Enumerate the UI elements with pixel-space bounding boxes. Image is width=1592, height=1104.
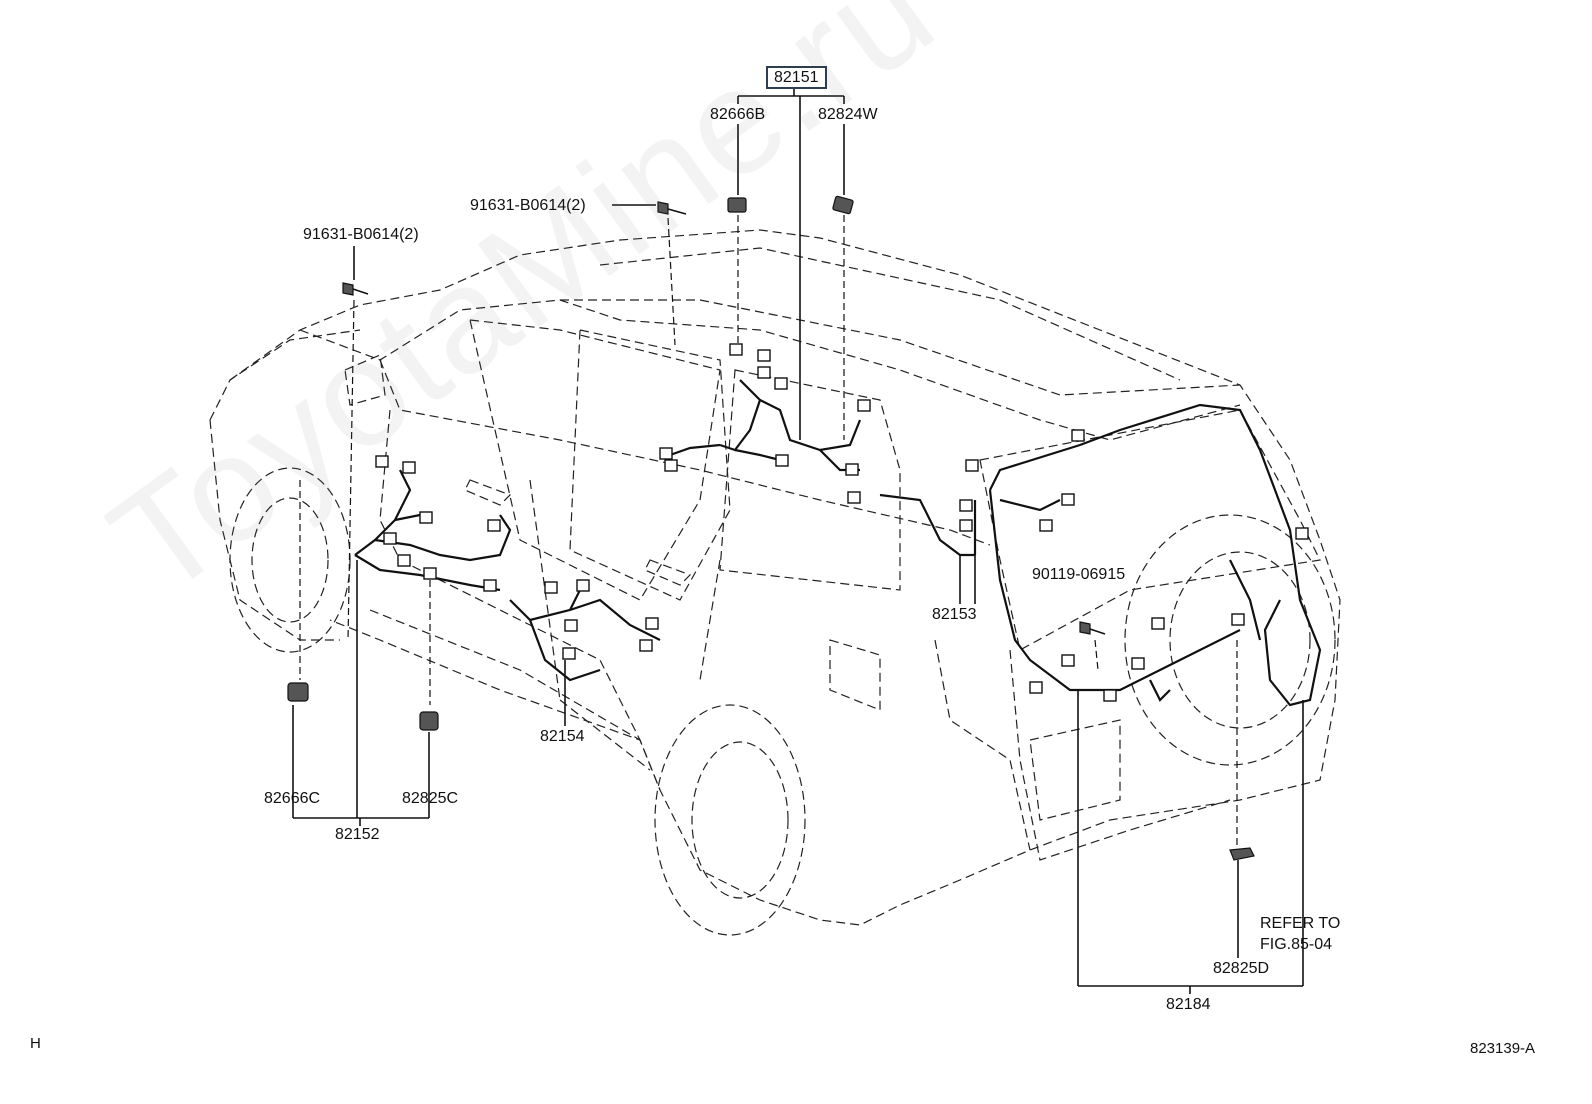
- part-label-82151[interactable]: 82151: [766, 66, 827, 89]
- loose-parts: [287, 195, 1255, 861]
- part-label-82153[interactable]: 82153: [932, 606, 977, 623]
- harness-82152: [354, 469, 512, 592]
- leader-lines: [292, 88, 1304, 994]
- part-label-bolt-top[interactable]: 91631-B0614(2): [470, 197, 586, 214]
- part-label-82666B[interactable]: 82666B: [710, 106, 766, 123]
- connectors: [375, 343, 1309, 702]
- harness-82184: [988, 403, 1322, 707]
- harness-82151: [669, 379, 862, 472]
- harness-82154: [509, 589, 661, 682]
- part-label-82184[interactable]: 82184: [1166, 996, 1211, 1013]
- part-label-82825C[interactable]: 82825C: [402, 790, 459, 807]
- harness-82153: [879, 493, 977, 557]
- refer-note-line2[interactable]: FIG.85-04: [1260, 936, 1333, 953]
- corner-code-left: H: [30, 1035, 41, 1052]
- part-label-82825D[interactable]: 82825D: [1213, 960, 1270, 977]
- part-label-90119-06915[interactable]: 90119-06915: [1032, 566, 1126, 583]
- figure-number: 823139-A: [1470, 1040, 1536, 1057]
- part-label-82154[interactable]: 82154: [540, 728, 585, 745]
- refer-note-line1[interactable]: REFER TO: [1260, 915, 1341, 932]
- part-label-82152[interactable]: 82152: [335, 826, 380, 843]
- part-label-bolt-left[interactable]: 91631-B0614(2): [303, 226, 419, 243]
- part-label-82824W[interactable]: 82824W: [818, 106, 878, 123]
- part-label-82666C[interactable]: 82666C: [264, 790, 321, 807]
